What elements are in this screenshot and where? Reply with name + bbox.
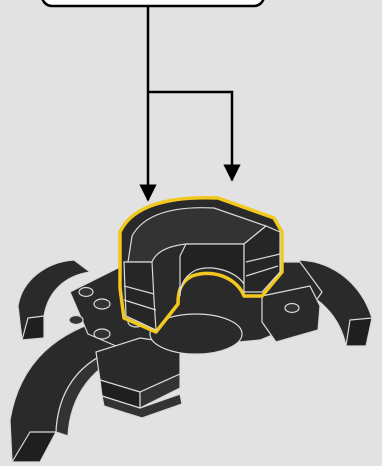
leader-branch-line (148, 92, 232, 180)
right-brick-part (262, 286, 320, 342)
base-assembly (10, 260, 372, 462)
leader-lines (148, 6, 232, 200)
callout-box (42, 0, 264, 6)
